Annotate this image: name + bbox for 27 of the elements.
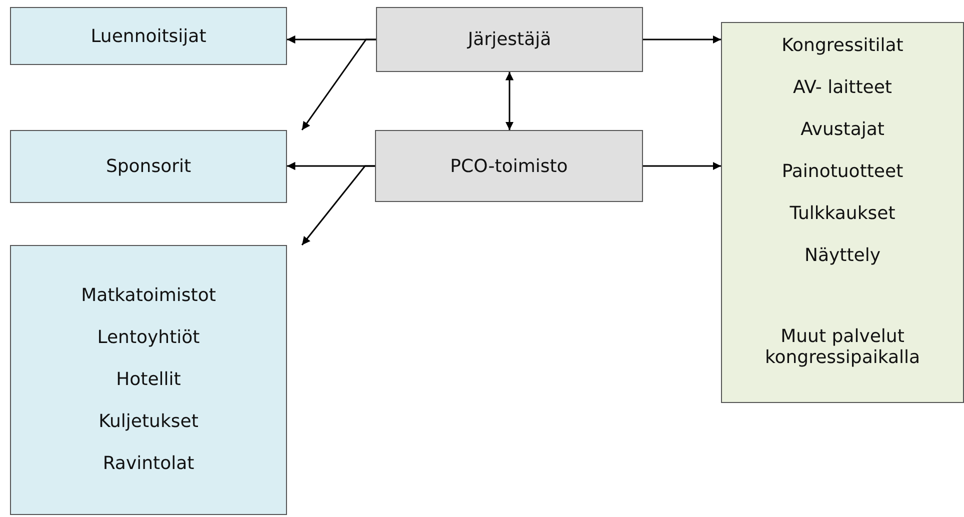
box-label: Hotellit — [116, 369, 181, 390]
arrow — [301, 165, 375, 246]
box-label: Matkatoimistot — [81, 285, 216, 306]
process-box — [10, 245, 287, 515]
arrow — [643, 35, 721, 44]
process-box — [10, 7, 287, 65]
process-box — [376, 7, 643, 72]
box-label: AV- laitteet — [793, 77, 892, 98]
box-label: Tulkkaukset — [790, 203, 896, 224]
box-label: Kongressitilat — [782, 35, 904, 56]
process-box — [721, 22, 964, 403]
box-label: Sponsorit — [106, 156, 192, 177]
box-label: Lentoyhtiöt — [97, 327, 200, 348]
arrow — [301, 38, 376, 130]
process-box — [375, 130, 643, 202]
box-label: PCO-toimisto — [450, 156, 568, 176]
arrow — [643, 162, 721, 170]
box-label: Näyttely — [804, 245, 880, 266]
process-box — [10, 130, 287, 203]
box-label: Järjestäjä — [468, 29, 552, 50]
arrow — [505, 72, 514, 130]
box-label: Kuljetukset — [98, 411, 198, 432]
box-label: Luennoitsijat — [90, 26, 206, 46]
box-label: Muut palvelut kongressipaikalla — [764, 326, 922, 368]
box-label: Painotuotteet — [782, 161, 904, 182]
box-label: Avustajat — [800, 119, 884, 140]
box-label: Ravintolat — [102, 453, 194, 474]
